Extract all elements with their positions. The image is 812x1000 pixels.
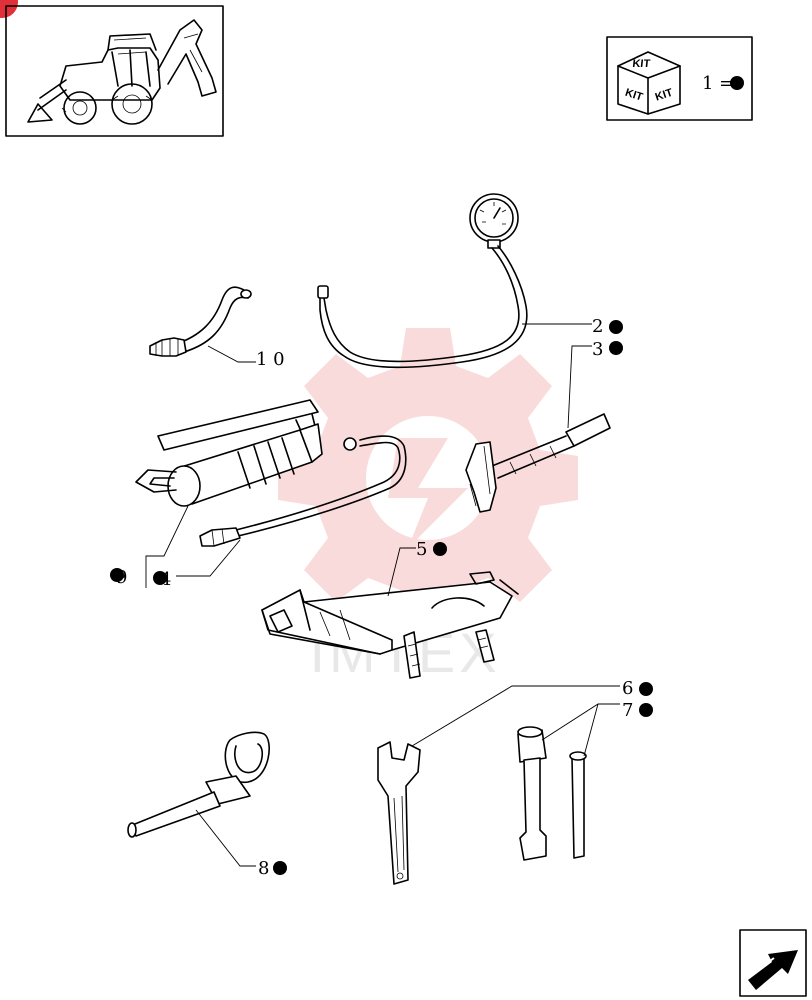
callout-9-dot-icon <box>110 568 124 582</box>
callout-2: 2 <box>592 316 603 337</box>
kit-label-right: KIT <box>654 87 675 104</box>
kit-label-top: KIT <box>632 58 651 70</box>
corner-badge-icon <box>0 0 18 18</box>
machine-thumbnail[interactable] <box>5 5 224 137</box>
gear-watermark-icon <box>278 328 578 628</box>
callout-7: 7 <box>622 700 633 721</box>
part-7-socket-wrench[interactable] <box>517 726 587 861</box>
callout-3: 3 <box>592 339 603 360</box>
part-10-hose-fitting[interactable] <box>149 286 252 357</box>
kit-label-left: KIT <box>624 87 645 104</box>
arrow-next-icon <box>748 950 798 990</box>
callout-labels: 2 3 1 0 5 9 4 6 7 8 <box>110 316 653 879</box>
part-2-pressure-gauge[interactable] <box>317 193 528 369</box>
kit-dot-icon <box>730 76 744 90</box>
callout-6: 6 <box>622 678 633 699</box>
callout-8-dot-icon <box>273 861 287 875</box>
kit-box-icon: KIT KIT KIT <box>617 51 681 115</box>
callout-10: 1 0 <box>256 349 285 370</box>
part-4-grease-hose[interactable] <box>199 435 407 547</box>
part-5-tool-pouch[interactable] <box>261 571 519 679</box>
next-page-button[interactable] <box>739 929 807 997</box>
backhoe-loader-icon <box>27 19 217 125</box>
callout-2-dot-icon <box>609 320 623 334</box>
part-3-pry-bar[interactable] <box>465 413 611 513</box>
kit-equation: 1 = <box>702 73 734 94</box>
callout-5: 5 <box>416 539 427 560</box>
part-9-grease-gun[interactable] <box>135 399 323 507</box>
callout-3-dot-icon <box>609 341 623 355</box>
part-8-clamp-bolt[interactable] <box>127 731 270 838</box>
kit-legend: KIT KIT KIT 1 = <box>606 36 753 121</box>
callout-4-dot-icon <box>153 571 167 585</box>
callout-7-dot-icon <box>639 703 653 717</box>
callout-6-dot-icon <box>639 682 653 696</box>
callout-8: 8 <box>258 858 269 879</box>
callout-5-dot-icon <box>433 542 447 556</box>
part-6-adjustable-wrench[interactable] <box>377 741 421 885</box>
